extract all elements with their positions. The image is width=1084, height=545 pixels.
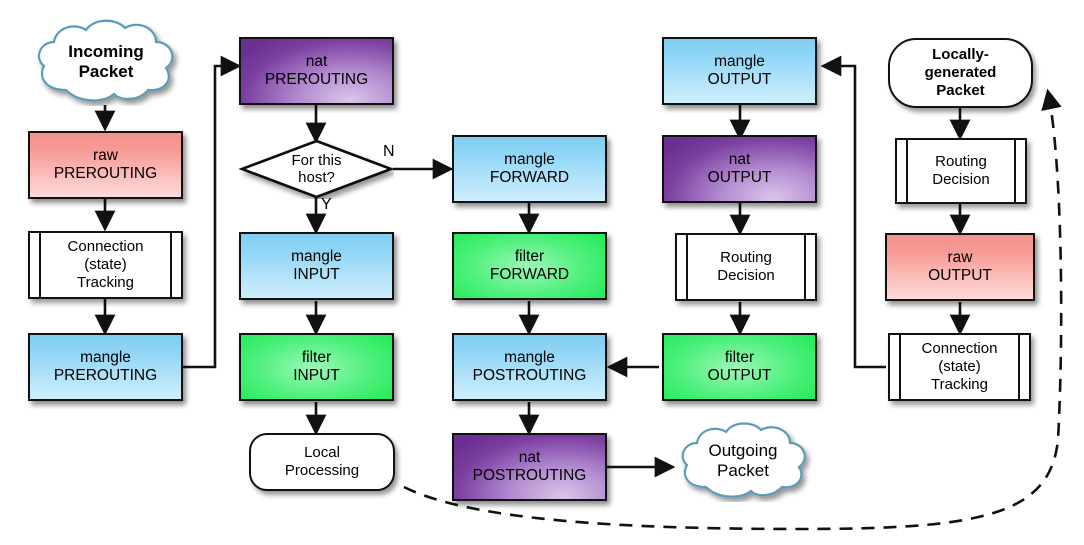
edge-label-yes: Y xyxy=(321,196,332,213)
node-mangle-forward[interactable]: mangle FORWARD xyxy=(452,135,607,203)
node-label-line1: mangle xyxy=(504,348,555,366)
node-label-line1: Local xyxy=(304,444,340,462)
node-label-line1: nat xyxy=(305,52,328,70)
node-raw-prerouting[interactable]: raw PREROUTING xyxy=(28,131,183,199)
node-label-line1: mangle xyxy=(714,52,765,70)
node-connection-tracking-inbound[interactable]: Connection (state) Tracking xyxy=(28,231,183,299)
node-label-line2: Packet xyxy=(78,62,134,81)
node-nat-output[interactable]: nat OUTPUT xyxy=(662,135,817,203)
node-routing-decision-output[interactable]: Routing Decision xyxy=(675,233,817,301)
node-label-line3: Tracking xyxy=(77,273,134,291)
node-label-line2: Decision xyxy=(717,267,775,284)
node-filter-output[interactable]: filter OUTPUT xyxy=(662,333,817,401)
node-mangle-prerouting[interactable]: mangle PREROUTING xyxy=(28,333,183,401)
node-label-line2: Decision xyxy=(932,171,990,188)
node-label-line2: Packet xyxy=(717,461,769,480)
node-label-line2: host? xyxy=(298,169,335,186)
node-label-line1: Routing xyxy=(935,153,987,171)
incoming-packet-cloud: Incoming Packet xyxy=(30,18,182,106)
node-connection-tracking-output[interactable]: Connection (state) Tracking xyxy=(888,333,1031,401)
node-label-line2: INPUT xyxy=(293,367,340,384)
node-mangle-input[interactable]: mangle INPUT xyxy=(239,232,394,300)
node-filter-input[interactable]: filter INPUT xyxy=(239,333,394,401)
node-label-line1: Connection xyxy=(921,340,998,358)
node-label-line1: filter xyxy=(724,348,755,366)
outgoing-packet-cloud: Outgoing Packet xyxy=(673,420,813,502)
node-label-line2: FORWARD xyxy=(489,169,570,186)
node-mangle-postrouting[interactable]: mangle POSTROUTING xyxy=(452,333,607,401)
node-label-line1: filter xyxy=(301,348,332,366)
node-label-line2: (state) xyxy=(84,256,127,274)
node-label-line2: generated xyxy=(924,64,997,82)
node-local-processing[interactable]: Local Processing xyxy=(249,433,395,491)
node-label-line1: Routing xyxy=(720,249,772,267)
node-filter-forward[interactable]: filter FORWARD xyxy=(452,232,607,300)
node-mangle-output[interactable]: mangle OUTPUT xyxy=(662,37,817,105)
edge-label-no: N xyxy=(383,143,395,160)
node-label-line2: PREROUTING xyxy=(53,165,158,182)
node-label-line2: PREROUTING xyxy=(264,71,369,88)
node-label-line3: Tracking xyxy=(931,375,988,393)
node-label-line1: filter xyxy=(514,247,545,265)
node-label-line2: PREROUTING xyxy=(53,367,158,384)
node-label-line1: nat xyxy=(728,150,751,168)
node-raw-output[interactable]: raw OUTPUT xyxy=(885,233,1035,301)
node-label-line2: OUTPUT xyxy=(707,71,772,88)
node-label-line2: POSTROUTING xyxy=(472,367,587,384)
node-label-line2: FORWARD xyxy=(489,266,570,283)
local-loopback-dashed-path xyxy=(403,88,1063,531)
node-label-line1: Locally- xyxy=(932,46,989,64)
node-label-line2: INPUT xyxy=(293,266,340,283)
node-label-line1: Incoming xyxy=(68,41,144,61)
node-for-this-host-decision[interactable]: For this host? xyxy=(239,139,394,199)
node-label-line1: nat xyxy=(518,448,541,466)
node-locally-generated-packet: Locally- generated Packet xyxy=(888,38,1033,108)
node-label-line3: Packet xyxy=(936,81,985,99)
node-label-line1: Outgoing xyxy=(708,440,778,460)
node-label-line1: For this xyxy=(291,151,342,169)
node-routing-decision-local[interactable]: Routing Decision xyxy=(895,138,1027,204)
node-label-line2: Processing xyxy=(284,462,360,479)
node-label-line2: OUTPUT xyxy=(707,169,772,186)
node-label-line2: OUTPUT xyxy=(707,367,772,384)
node-label-line1: mangle xyxy=(80,348,131,366)
node-label-line1: mangle xyxy=(504,150,555,168)
node-label-line1: raw xyxy=(947,248,973,266)
node-label-line2: (state) xyxy=(938,358,981,376)
node-label-line1: raw xyxy=(93,146,118,164)
node-label-line2: POSTROUTING xyxy=(472,467,587,484)
node-label-line2: OUTPUT xyxy=(928,267,992,284)
node-label-line1: Connection xyxy=(67,238,144,256)
node-nat-prerouting[interactable]: nat PREROUTING xyxy=(239,37,394,105)
node-nat-postrouting[interactable]: nat POSTROUTING xyxy=(452,433,607,501)
node-label-line1: mangle xyxy=(291,247,342,265)
